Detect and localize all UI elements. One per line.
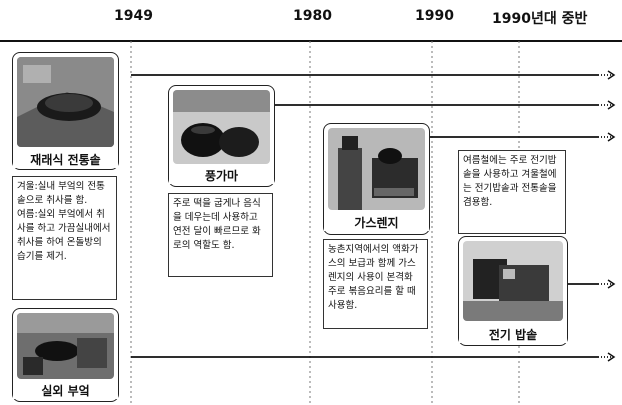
card-gas-range: 가스렌지 — [323, 123, 430, 235]
punggama-caption: 풍가마 — [169, 167, 274, 184]
outdoor-kitchen-caption: 실외 부엌 — [13, 382, 118, 399]
punggama-description: 주로 떡을 굽게나 음식을 데우는데 사용하고 연전 달이 빠르므로 화로의 역… — [168, 193, 273, 277]
year-label-1990: 1990 — [415, 8, 454, 24]
punggama-photo — [173, 90, 270, 164]
year-label-1949: 1949 — [114, 8, 153, 24]
arrow-head-icon — [607, 70, 616, 80]
rice-cooker-image — [463, 241, 563, 321]
outdoor-kitchen-photo — [17, 313, 114, 379]
arrow-head-icon — [607, 132, 616, 142]
year-label-1990s-mid: 1990년대 중반 — [492, 11, 588, 27]
rice-cooker-photo — [463, 241, 563, 321]
card-outdoor-kitchen: 실외 부엌 — [12, 308, 119, 402]
traditional-pot-caption: 재래식 전통솥 — [13, 151, 118, 168]
card-rice-cooker: 전기 밥솥 — [458, 236, 568, 346]
traditional-pot-description: 겨울:실내 부엌의 전통솥으로 취사를 함. 여름:실외 부엌에서 취사를 하고… — [12, 176, 117, 300]
traditional-pot-image — [17, 57, 114, 147]
gas-range-description: 농촌지역에서의 액화가스의 보급과 함께 가스렌지의 사용이 본격화 주로 볶음… — [323, 239, 428, 329]
gas-range-photo — [328, 128, 425, 210]
outdoor-kitchen-image — [17, 313, 114, 379]
arrow-head-icon — [607, 279, 616, 289]
punggama-image — [173, 90, 270, 164]
gas-range-image — [328, 128, 425, 210]
rice-cooker-caption: 전기 밥솥 — [459, 326, 567, 343]
arrow-head-icon — [607, 100, 616, 110]
rice-cooker-description: 여름철에는 주로 전기밥솥을 사용하고 겨울철에는 전기밥솥과 전통솥을 겸용함… — [458, 150, 566, 234]
arrow-head-icon — [607, 352, 616, 362]
gas-range-caption: 가스렌지 — [324, 214, 429, 231]
year-label-1980: 1980 — [293, 8, 332, 24]
traditional-pot-photo — [17, 57, 114, 147]
card-punggama: 풍가마 — [168, 85, 275, 187]
card-traditional-pot: 재래식 전통솥 — [12, 52, 119, 170]
